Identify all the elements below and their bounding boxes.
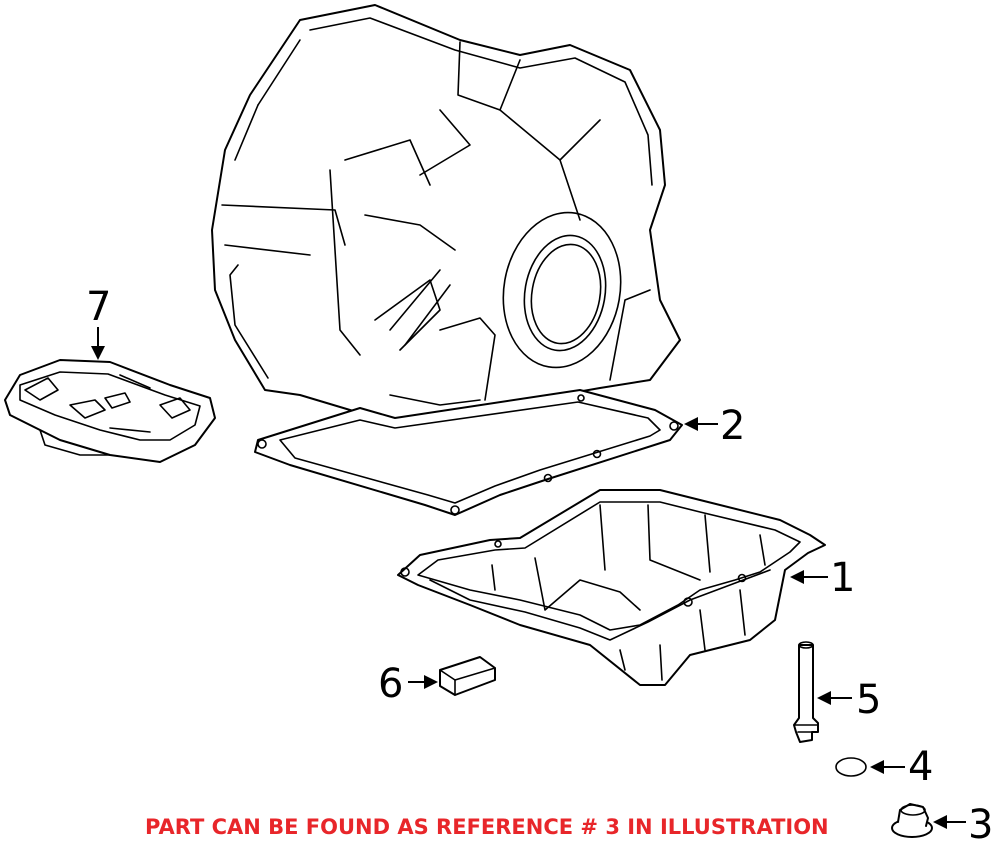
callout-3: 3: [968, 802, 993, 844]
magnet: [439, 656, 496, 696]
callout-4: 4: [908, 744, 933, 790]
transmission-housing: [211, 4, 681, 433]
reference-notice: PART CAN BE FOUND AS REFERENCE # 3 IN IL…: [145, 815, 829, 839]
o-ring: [835, 757, 867, 777]
callout-numbers: 2 1 7 6 5 4 3: [86, 284, 993, 844]
callout-6: 6: [378, 661, 403, 707]
drain-plug: [891, 803, 933, 838]
oil-pan: [397, 489, 826, 686]
callout-2: 2: [720, 403, 745, 449]
callout-7: 7: [86, 284, 111, 330]
leader-lines: [91, 327, 966, 829]
callout-1: 1: [830, 555, 855, 601]
pan-gasket: [254, 389, 683, 516]
callout-5: 5: [856, 677, 881, 723]
pan-bolt: [793, 641, 819, 743]
filter: [4, 359, 216, 463]
